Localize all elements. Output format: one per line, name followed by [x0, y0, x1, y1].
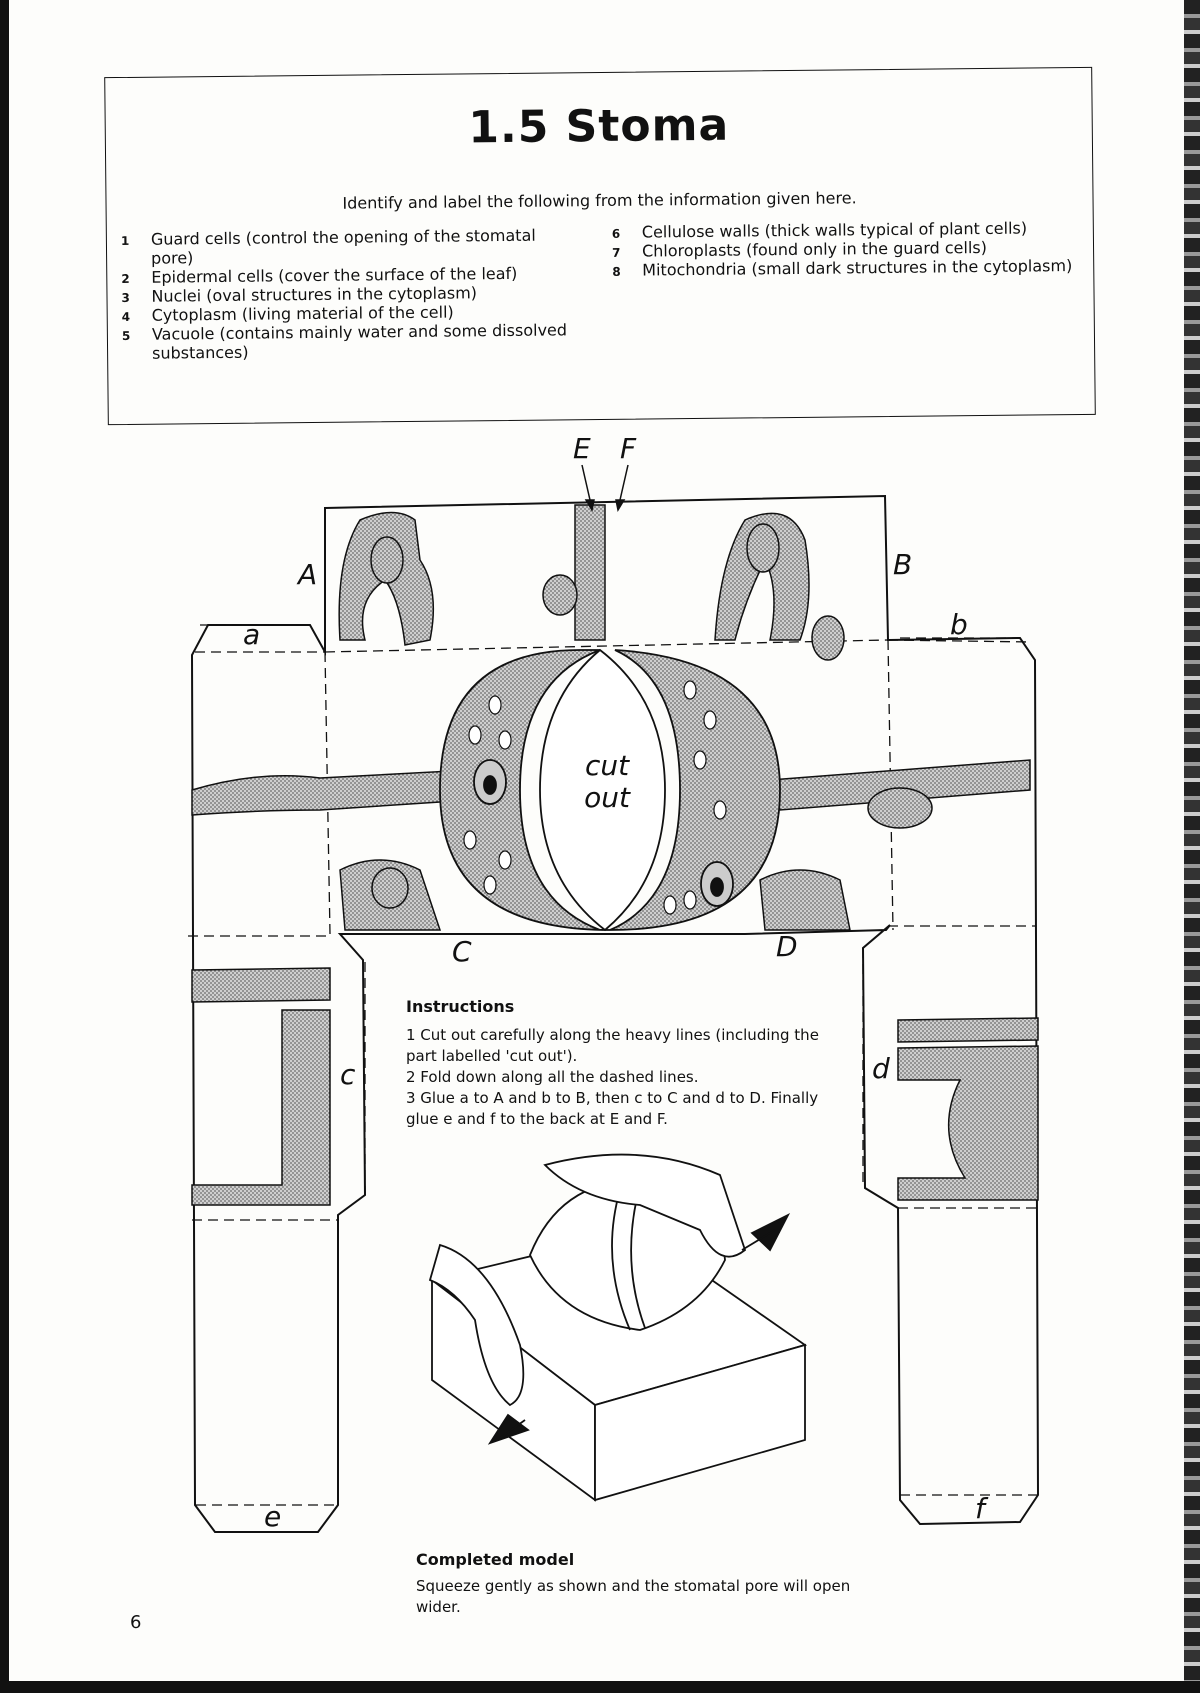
completed-text: Squeeze gently as shown and the stomatal…	[416, 1577, 851, 1616]
label-c: c	[340, 1058, 356, 1091]
label-e: e	[264, 1500, 282, 1533]
epidermal-nuclei	[370, 523, 933, 909]
chloroplasts	[463, 680, 727, 915]
instructions: Instructions 1 Cut out carefully along t…	[406, 996, 846, 1130]
e-f-arrows	[581, 464, 629, 513]
label-f: f	[975, 1492, 985, 1525]
label-a: a	[243, 618, 261, 651]
completed-heading: Completed model	[416, 1550, 575, 1569]
label-B: B	[893, 548, 913, 581]
instruction-step: 1 Cut out carefully along the heavy line…	[406, 1026, 819, 1065]
label-b: b	[950, 608, 968, 641]
label-d: d	[872, 1052, 890, 1085]
page-number: 6	[130, 1612, 142, 1633]
cut-out-label: cut out	[584, 749, 630, 814]
instruction-step: 3 Glue a to A and b to B, then c to C an…	[406, 1089, 819, 1128]
completed-model-caption: Completed model Squeeze gently as shown …	[416, 1549, 856, 1618]
label-A: A	[298, 558, 318, 591]
fold-lines	[188, 624, 1038, 1506]
instructions-heading: Instructions	[406, 997, 515, 1016]
completed-model-illustration	[428, 1153, 808, 1502]
label-C: C	[452, 935, 472, 968]
label-D: D	[776, 930, 798, 963]
guard-cells	[439, 648, 781, 932]
instruction-step: 2 Fold down along all the dashed lines.	[406, 1068, 699, 1086]
label-E: E	[573, 432, 591, 465]
binding-edge	[1184, 0, 1200, 1693]
epidermal-cells	[191, 504, 1039, 1206]
label-F: F	[620, 432, 637, 465]
template-outline	[190, 494, 1040, 1533]
scan-edge-bottom	[0, 1681, 1200, 1693]
scan-edge-left	[0, 0, 9, 1693]
